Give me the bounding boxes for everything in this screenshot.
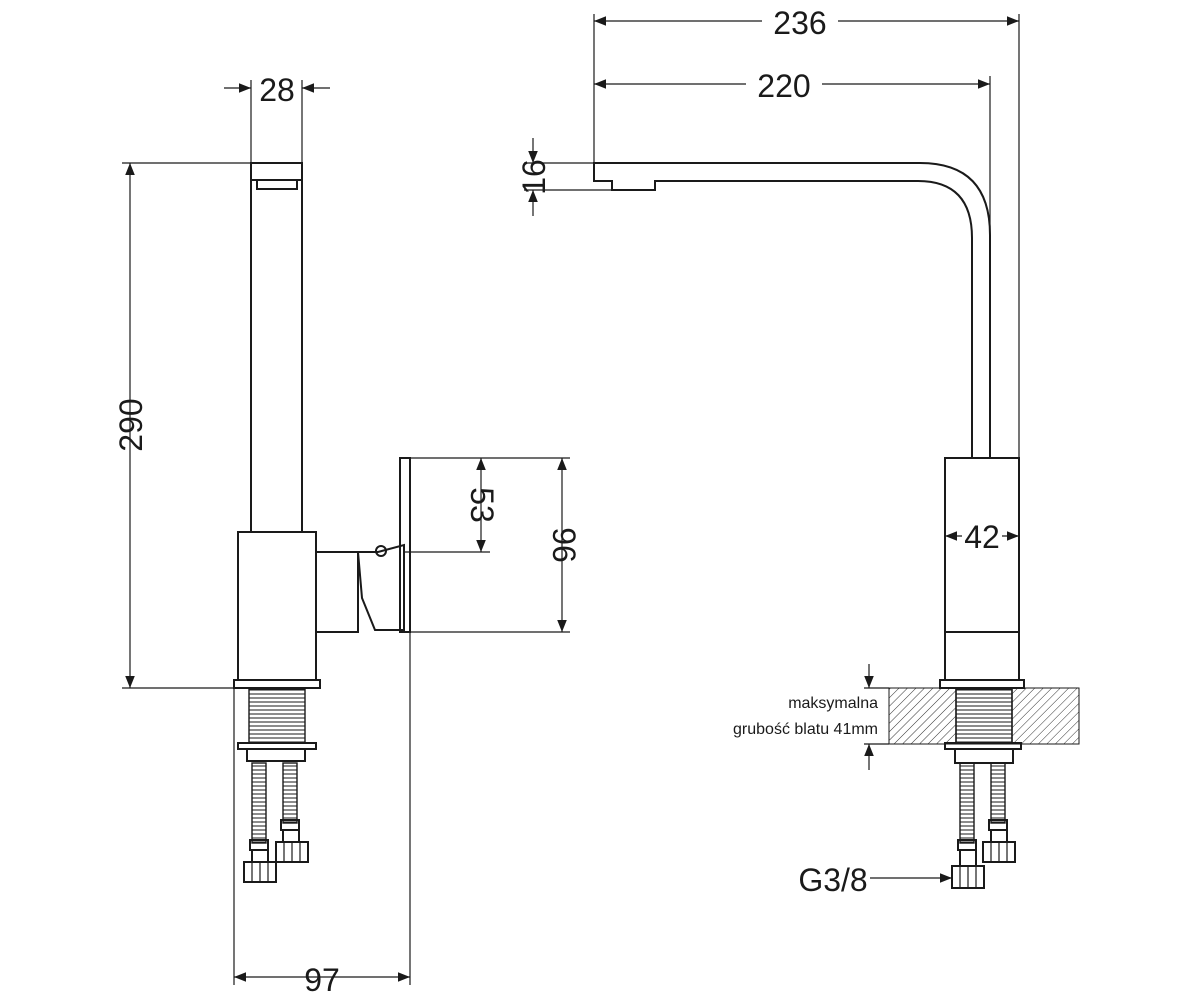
dim-236: 236 bbox=[593, 4, 1020, 458]
supply-hoses bbox=[243, 762, 309, 883]
front-supply-hoses bbox=[951, 762, 1016, 889]
dim-53: 53 bbox=[404, 457, 570, 553]
base-ring bbox=[233, 679, 321, 689]
spout bbox=[593, 162, 991, 459]
dim-97: 97 bbox=[233, 632, 411, 998]
connection-callout: G3/8 bbox=[798, 862, 952, 898]
dim-28-label: 28 bbox=[259, 72, 295, 108]
countertop-note-line1: maksymalna bbox=[788, 695, 878, 712]
dim-42-label: 42 bbox=[964, 519, 1000, 555]
front-body bbox=[944, 457, 1020, 681]
dim-220: 220 bbox=[594, 68, 991, 235]
countertop-note-line2: grubość blatu 41mm bbox=[733, 721, 878, 738]
dim-220-label: 220 bbox=[757, 68, 810, 104]
dim-42: 42 bbox=[945, 519, 1019, 555]
dim-16: 16 bbox=[516, 138, 612, 216]
mixer-body bbox=[237, 531, 317, 681]
dim-28: 28 bbox=[224, 72, 330, 163]
connection-label: G3/8 bbox=[798, 862, 867, 898]
dim-53-label: 53 bbox=[464, 487, 500, 523]
dim-16-label: 16 bbox=[516, 159, 552, 195]
dim-236-label: 236 bbox=[773, 5, 826, 41]
dim-97-label: 97 bbox=[304, 962, 340, 998]
front-view: 236 220 16 42 maksyma bbox=[516, 4, 1080, 898]
spout-top-cap bbox=[250, 162, 303, 181]
front-base-ring bbox=[939, 679, 1025, 689]
countertop-note: maksymalna grubość blatu 41mm bbox=[733, 664, 889, 770]
handle-lever bbox=[316, 551, 359, 633]
dim-96-label: 96 bbox=[546, 527, 582, 563]
dim-290-label: 290 bbox=[113, 398, 149, 451]
dim-290: 290 bbox=[113, 162, 251, 689]
side-view: 28 290 53 96 97 bbox=[113, 72, 582, 998]
aerator bbox=[256, 179, 298, 190]
threaded-shank bbox=[248, 688, 306, 744]
dim-96: 96 bbox=[410, 458, 582, 633]
